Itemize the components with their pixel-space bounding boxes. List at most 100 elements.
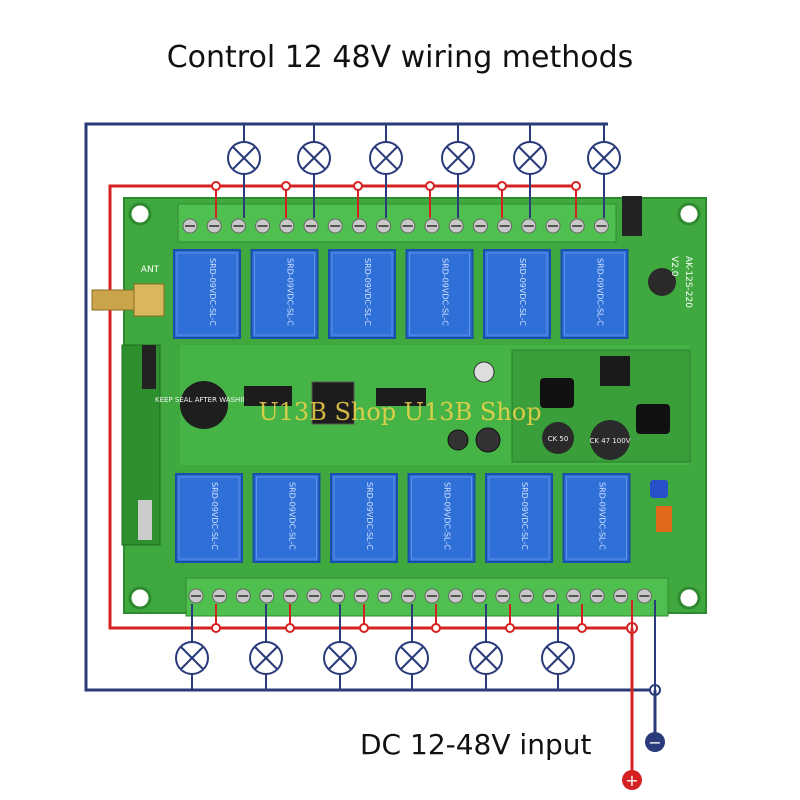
lamp-icon [369,141,403,175]
relay-label: SRD-09VDC-SL-C [363,258,372,326]
relay: SRD-09VDC-SL-C [562,473,631,563]
relay-label: SRD-09VDC-SL-C [518,258,527,326]
relay: SRD-09VDC-SL-C [405,249,474,339]
junction-dot [359,623,369,633]
terminal-screw [306,588,322,604]
terminal-screw [424,588,440,604]
terminal-screw [471,588,487,604]
lamp-icon [297,141,331,175]
junction-dot [281,181,291,191]
lamp-icon [469,641,503,675]
terminal-screw [569,218,585,234]
lamp-icon [513,141,547,175]
svg-text:−: − [648,733,661,752]
lamp-icon [323,641,357,675]
terminal-screw [282,588,298,604]
terminal-screw [448,218,464,234]
relay-label: SRD-09VDC-SL-C [208,258,217,326]
terminal-screw [255,218,271,234]
terminal-screw [259,588,275,604]
relay-label: SRD-09VDC-SL-C [441,258,450,326]
junction-dot [505,623,515,633]
mounting-holes [128,202,701,610]
ic-chip [244,386,292,406]
relay: SRD-09VDC-SL-C [483,249,551,339]
terminal-screw [182,218,198,234]
buzzer: KEEP SEAL AFTER WASHING [155,381,253,429]
relay: SRD-09VDC-SL-C [485,473,553,563]
lamp-icon [227,141,261,175]
diagram-title: Control 12 48V wiring methods [166,40,634,75]
junction-dot [353,181,363,191]
bottom-relay-row: SRD-09VDC-SL-C SRD-09VDC-SL-C SRD-09VDC-SL… [175,473,631,563]
terminal-screw [400,588,416,604]
watermark-text: U13B Shop U13B Shop [258,398,541,426]
rf-header [142,345,156,389]
crystal [138,500,152,540]
terminal-screw [518,588,534,604]
negative-wire-loop [84,122,655,692]
terminal-screw [589,588,605,604]
buzzer-label: KEEP SEAL AFTER WASHING [155,396,253,404]
lamp-icon [541,641,575,675]
antenna-connector: ANT [91,265,165,317]
terminal-screw [566,588,582,604]
terminal-screw [327,218,343,234]
terminal-screw [353,588,369,604]
junction-dot [211,623,221,633]
relay: SRD-09VDC-SL-C [330,473,398,563]
terminal-screw [206,218,222,234]
capacitors: CK 50 CK 47 100V [447,268,676,460]
terminal-screw [188,588,204,604]
junction-dot [577,623,587,633]
relay: SRD-09VDC-SL-C [250,249,319,339]
top-relay-row: SRD-09VDC-SL-C SRD-09VDC-SL-C SRD-09VDC-SL… [173,249,629,339]
relay-label: SRD-09VDC-SL-C [286,258,295,326]
relay-label: SRD-09VDC-SL-C [596,258,605,326]
terminal-screw [424,218,440,234]
relay-label: SRD-09VDC-SL-C [520,482,529,550]
junction-dot [211,181,221,191]
terminal-screw [400,218,416,234]
mcu-chip [311,381,355,425]
terminal-screw [279,218,295,234]
junction-dot [425,181,435,191]
terminal-screw [212,588,228,604]
relay-label: SRD-09VDC-SL-C [443,482,452,550]
lamp-icon [441,141,475,175]
junction-dot [497,181,507,191]
terminal-screw [497,218,513,234]
relay: SRD-09VDC-SL-C [328,249,396,339]
junction-dot [571,181,581,191]
positive-wire-loop [108,184,632,630]
terminal-screw [542,588,558,604]
cap-label-2: CK 47 100V [590,437,631,445]
cap-label-1: CK 50 [548,435,569,443]
relay: SRD-09VDC-SL-C [252,473,321,563]
top-terminal-screws [182,218,609,234]
regulator [600,356,630,386]
lamp-icon [249,641,283,675]
lamp-icon [587,141,621,175]
positive-terminal: + [622,770,642,790]
terminal-screw [472,218,488,234]
terminal-screw [303,218,319,234]
relay-label: SRD-09VDC-SL-C [598,482,607,550]
inductor [540,378,574,408]
terminal-screw [495,588,511,604]
bottom-lamp-row [175,600,661,696]
terminal-screw [376,218,392,234]
top-terminal-strip [177,203,617,243]
terminal-screw [636,588,652,604]
board-version-label: V2.0 [669,256,679,277]
terminal-screw [235,588,251,604]
relay-label: SRD-09VDC-SL-C [288,482,297,550]
terminal-screw [613,588,629,604]
orange-fuse [656,506,672,532]
relay: SRD-09VDC-SL-C [560,249,629,339]
bottom-terminal-screws [188,588,652,604]
inductor [636,404,670,434]
relay: SRD-09VDC-SL-C [407,473,476,563]
relay-label: SRD-09VDC-SL-C [365,482,374,550]
